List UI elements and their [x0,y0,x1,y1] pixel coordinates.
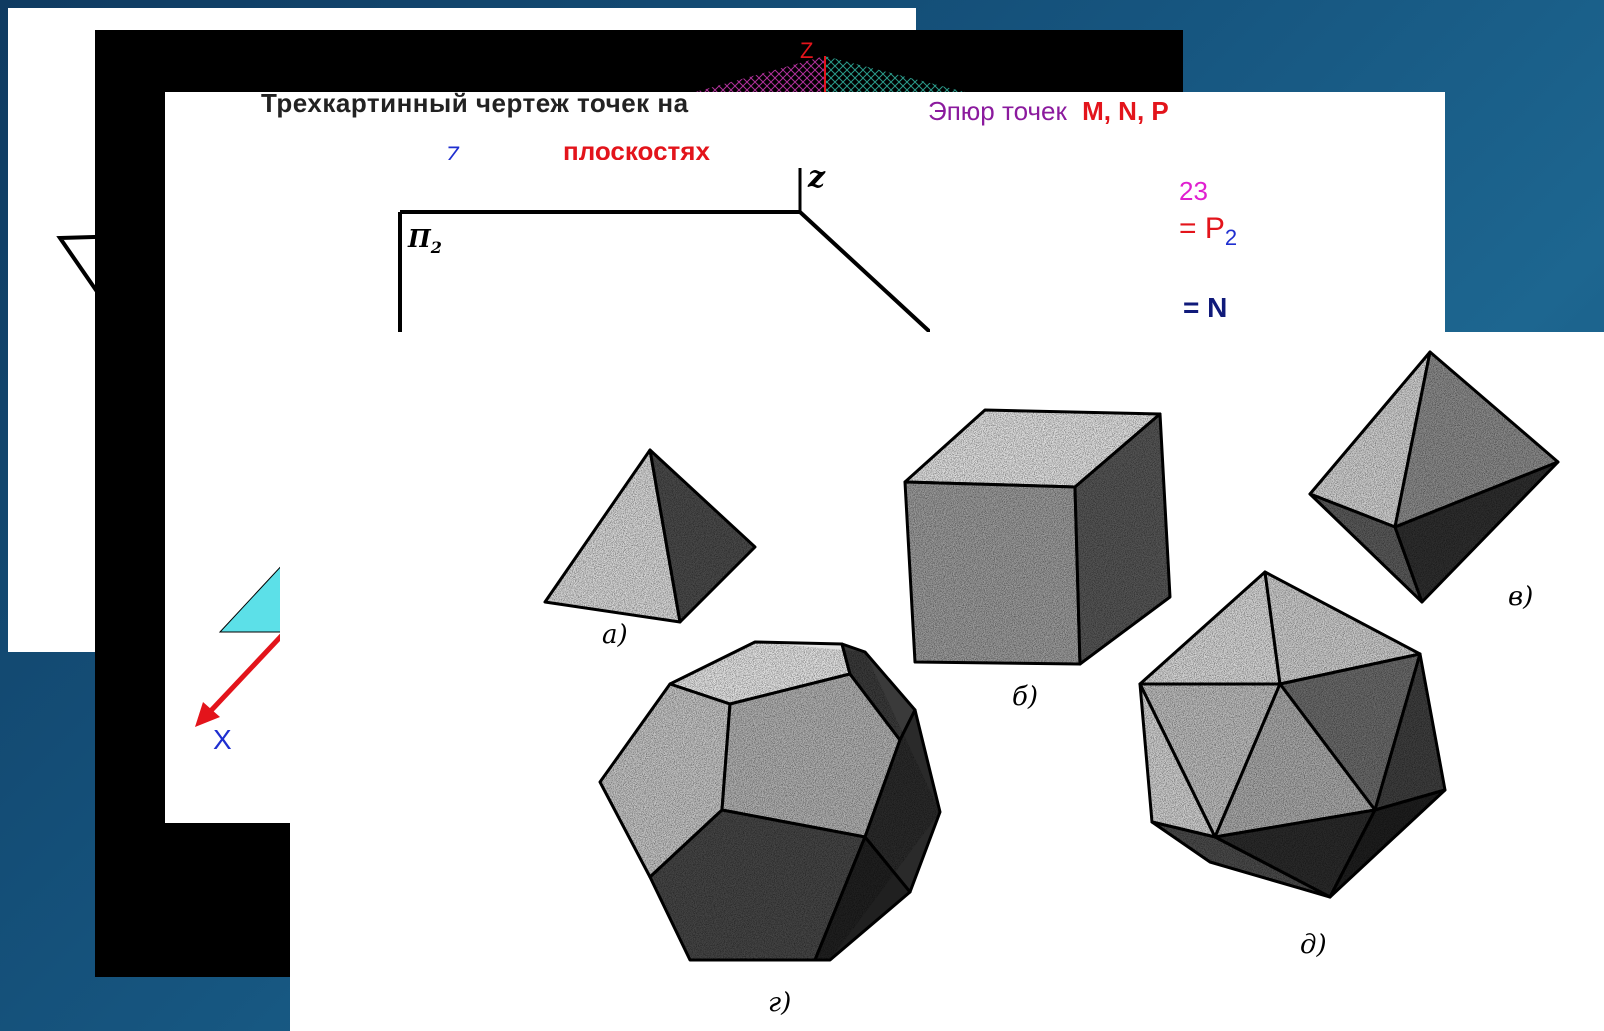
label-tetrahedron: а) [602,620,628,650]
epure-points: M, N, P [1082,96,1169,126]
red-axis-arrow-icon [195,560,287,727]
drawing-axis-z: z [808,160,826,195]
epure-label: Эпюр точек M, N, P [928,96,1169,127]
equation-n: = N [1183,292,1228,323]
equation-p: = P2 [1179,212,1237,251]
mid-title-line1: Трехкартинный чертеж точек на [261,88,689,118]
mid-axis-x: X [213,724,232,755]
hatched-planes-icon [695,56,965,92]
plane-label-sub: 2 [430,237,442,257]
stipple-texture [545,352,1558,960]
polyhedra-slide: а) б) в) г) д) [290,332,1604,1031]
label-octahedron: в) [1508,582,1534,612]
plane-label-text: П [408,224,431,253]
label-cube: б) [1012,682,1039,712]
polyhedra-illustration [543,350,1560,962]
label-icosahedron: д) [1300,930,1327,960]
partial-number: 23 [1179,176,1208,206]
epure-label-text: Эпюр точек [928,96,1067,126]
plane-label: П2 [408,224,442,257]
equation-p-text: = P [1179,212,1225,245]
black-axis-z-label: Z [800,38,814,63]
label-dodecahedron: г) [768,988,792,1018]
equation-p-sub: 2 [1224,225,1238,250]
